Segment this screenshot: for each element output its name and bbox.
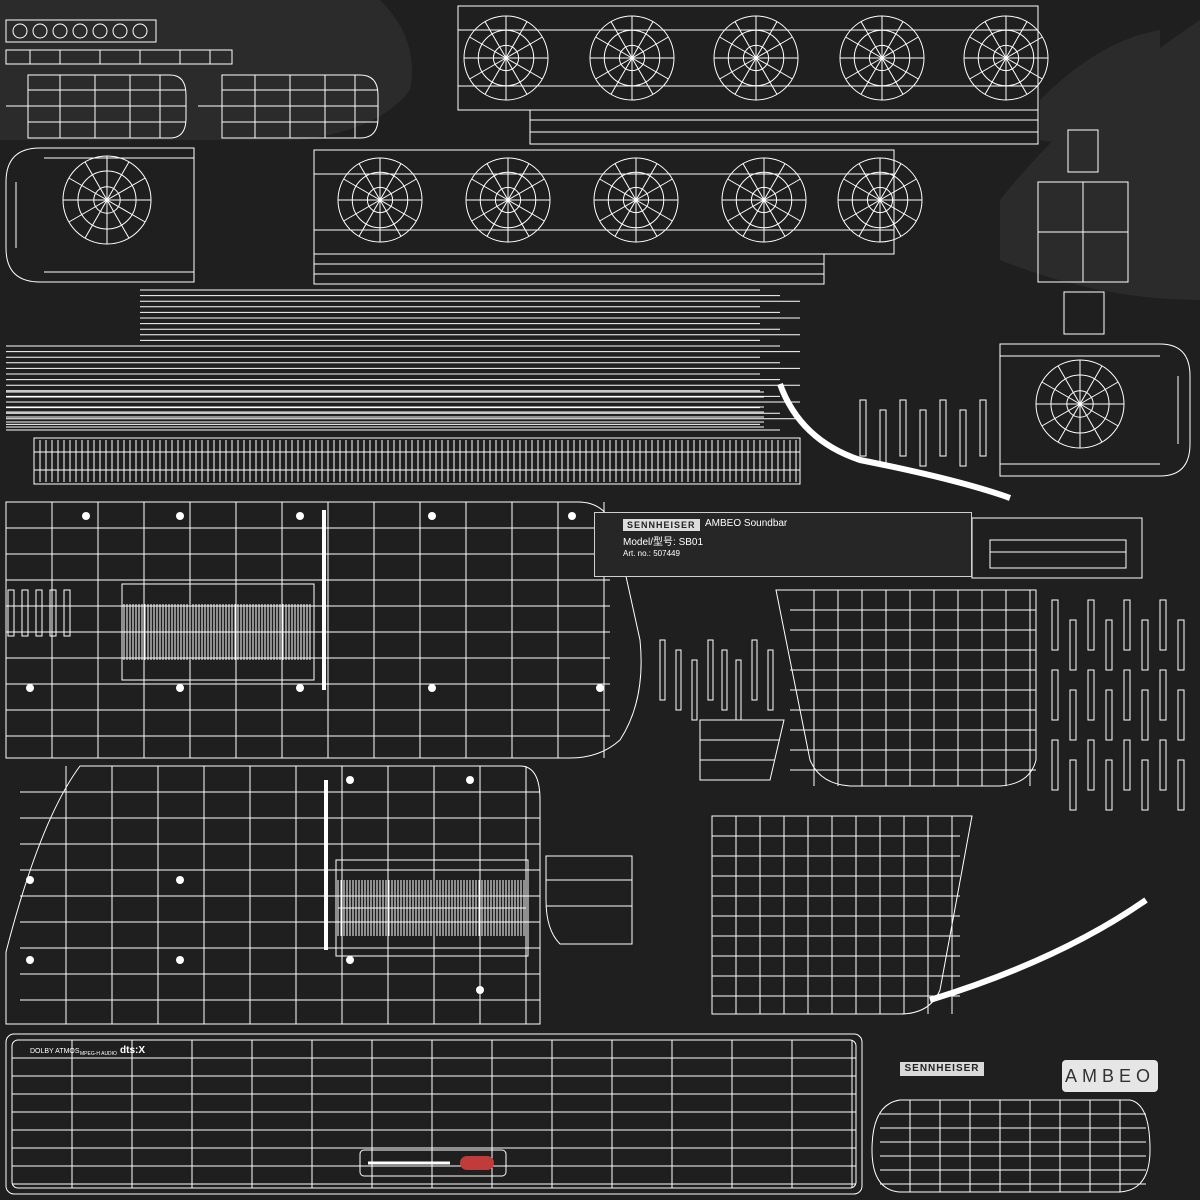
capsule-left (6, 75, 186, 138)
side-panel-lower (712, 816, 972, 1014)
trim-strip-lines (6, 290, 800, 430)
curved-strip (780, 384, 1146, 1000)
center-bars (660, 400, 986, 720)
body-panel-lower (6, 766, 540, 1024)
speaker-driver-icon (964, 16, 1048, 100)
body-panel-upper (6, 502, 641, 758)
speaker-driver-icon (1036, 360, 1124, 448)
speaker-driver-icon (722, 158, 806, 242)
rating-plate-article: Art. no.: 507449 (623, 549, 680, 558)
grille-strip (34, 438, 800, 484)
mpeg-h-logo: MPEG-H AUDIO (80, 1051, 117, 1057)
speaker-driver-icon (840, 16, 924, 100)
speaker-driver-icon (338, 158, 422, 242)
left-column-bars (8, 590, 70, 636)
side-bracket (1038, 130, 1128, 334)
sticker-strip (972, 518, 1142, 578)
end-cap-left (6, 148, 194, 282)
speaker-driver-icon (63, 156, 151, 244)
led-icon (460, 1156, 494, 1170)
side-panel-upper (776, 590, 1036, 786)
rating-plate-model: Model/型号: SB01 (623, 537, 704, 548)
speaker-driver-icon (466, 158, 550, 242)
front-badges: DOLBY ATMOS MPEG-H AUDIO dts:X (30, 1044, 170, 1064)
background-silhouettes (0, 0, 1200, 300)
rating-plate-product: AMBEO Soundbar (705, 518, 788, 529)
capsule-right (198, 75, 378, 138)
rating-plate-brand: SENNHEISER (623, 519, 700, 531)
front-panel (6, 1034, 862, 1194)
dts-x-logo: dts:X (120, 1045, 145, 1056)
speaker-driver-icon (594, 158, 678, 242)
speaker-driver-icon (838, 158, 922, 242)
rating-plate: SENNHEISER AMBEO Soundbar Model/型号: SB01… (594, 512, 972, 577)
speaker-driver-icon (714, 16, 798, 100)
screw-hole-markers (26, 512, 604, 994)
driver-panel-middle (314, 150, 894, 284)
end-cap-right (1000, 344, 1190, 476)
right-column-bars (1052, 600, 1184, 810)
end-cap-bottom-right (872, 1100, 1150, 1192)
speaker-driver-icon (464, 16, 548, 100)
ring-strip (6, 20, 232, 64)
sennheiser-logo: SENNHEISER (900, 1062, 984, 1076)
dolby-atmos-logo: DOLBY ATMOS (30, 1048, 80, 1055)
speaker-driver-icon (590, 16, 674, 100)
mini-bracket (546, 720, 784, 944)
ambeo-logo: AMBEO (1062, 1060, 1158, 1092)
